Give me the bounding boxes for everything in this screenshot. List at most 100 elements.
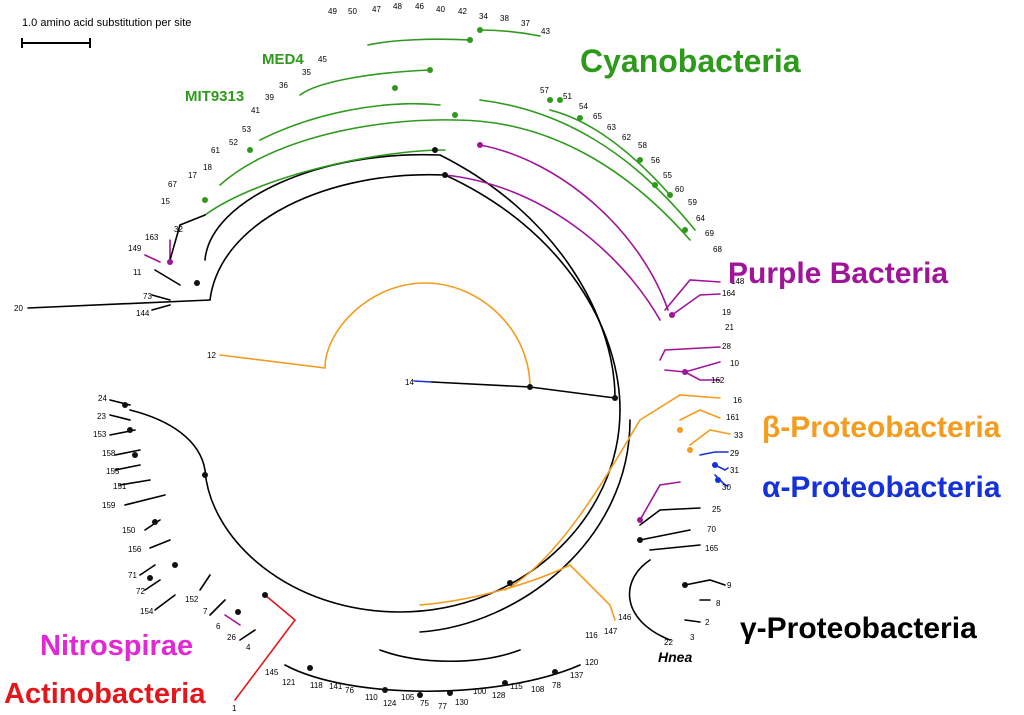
leaf-label: 10 xyxy=(730,359,739,368)
tree-node xyxy=(477,27,483,33)
leaf-label: 31 xyxy=(730,466,739,475)
leaf-label: 21 xyxy=(725,323,734,332)
leaf-label: 164 xyxy=(722,289,736,298)
leaf-label: 64 xyxy=(696,214,705,223)
leaf-label: 137 xyxy=(570,671,584,680)
tree-node xyxy=(507,580,513,586)
leaf-label: 39 xyxy=(265,93,274,102)
leaf-label: 20 xyxy=(14,304,23,313)
tree-node xyxy=(447,690,453,696)
leaf-label: 34 xyxy=(479,12,488,21)
gamma-152 xyxy=(199,574,211,591)
leaf-label: 149 xyxy=(128,244,142,253)
leaf-label: 59 xyxy=(688,198,697,207)
arc-lower-outer xyxy=(204,409,621,613)
leaf-label: 71 xyxy=(128,571,137,580)
gamma-11 xyxy=(154,269,181,286)
tree-node xyxy=(687,447,693,453)
tree-node xyxy=(247,147,253,153)
leaf-label: 110 xyxy=(365,693,378,702)
leaf-label: 30 xyxy=(722,483,731,492)
leaf-label: 36 xyxy=(279,81,288,90)
tree-node xyxy=(682,369,688,375)
tree-node xyxy=(552,669,558,675)
tree-node xyxy=(262,592,268,598)
branch-20 xyxy=(27,299,211,309)
leaf-label: 28 xyxy=(722,342,731,351)
leaf-label: 115 xyxy=(510,682,523,691)
tree-node xyxy=(194,280,200,286)
group-label-beta-proteobacteria: β-Proteobacteria xyxy=(762,411,1001,444)
gamma-154 xyxy=(154,594,176,611)
leaf-label: 40 xyxy=(436,5,445,14)
leaf-label: 75 xyxy=(420,699,429,708)
leaf-label: 6 xyxy=(216,622,221,631)
leaf-label: 11 xyxy=(133,268,142,277)
cyano-arc-right-3 xyxy=(549,109,671,196)
alpha-29 xyxy=(699,451,729,456)
purple-162 xyxy=(684,371,721,381)
gamma-2 xyxy=(684,619,701,623)
leaf-label: 65 xyxy=(593,112,602,121)
tree-node xyxy=(202,197,208,203)
tree-node xyxy=(502,680,508,686)
tree-node xyxy=(669,312,675,318)
cyano-arc-right-2 xyxy=(479,99,696,231)
leaf-label: 12 xyxy=(207,351,216,360)
gamma-158 xyxy=(114,449,141,456)
gamma-159 xyxy=(124,494,166,506)
leaf-label: 62 xyxy=(622,133,631,142)
leaf-label: 53 xyxy=(242,125,251,134)
leaf-label: 2 xyxy=(705,618,710,627)
leaf-label: 4 xyxy=(246,643,251,652)
tree-node xyxy=(172,562,178,568)
tree-node xyxy=(477,142,483,148)
tree-node xyxy=(677,427,683,433)
leaf-label: 158 xyxy=(102,449,116,458)
tree-node xyxy=(442,172,448,178)
leaf-label: 130 xyxy=(455,698,469,707)
purple-164 xyxy=(671,293,721,316)
tree-node xyxy=(392,85,398,91)
leaf-label: 16 xyxy=(733,396,742,405)
leaf-label: 154 xyxy=(140,607,154,616)
purple-148 xyxy=(664,279,721,311)
leaf-label: 121 xyxy=(282,678,296,687)
gamma-72 xyxy=(144,579,161,591)
tree-node xyxy=(667,192,673,198)
tree-nodes xyxy=(122,27,721,698)
gamma-155 xyxy=(114,464,141,471)
gamma-25b xyxy=(639,507,701,526)
gamma-165 xyxy=(649,544,701,551)
tree-node xyxy=(557,97,563,103)
leaf-label: 38 xyxy=(500,14,509,23)
leaf-label: 78 xyxy=(552,681,561,690)
scale-bar-label: 1.0 amino acid substitution per site xyxy=(22,17,191,29)
tree-node xyxy=(577,115,583,121)
tree-node xyxy=(202,472,208,478)
leaf-label: 76 xyxy=(345,686,354,695)
leaf-label: 37 xyxy=(521,19,530,28)
purple-10 xyxy=(664,361,721,373)
leaf-label: 68 xyxy=(713,245,722,254)
leaf-label: 54 xyxy=(579,102,588,111)
leaf-label: 163 xyxy=(145,233,159,242)
tree-node xyxy=(467,37,473,43)
tree-node xyxy=(235,609,241,615)
leaf-label: 67 xyxy=(168,180,177,189)
tree-node xyxy=(417,692,423,698)
nitro-26 xyxy=(224,614,241,626)
beta-33 xyxy=(689,429,731,446)
beta-161 xyxy=(679,409,721,421)
leaf-label: 165 xyxy=(705,544,719,553)
actino-1 xyxy=(234,594,297,701)
branch-12 xyxy=(219,282,531,388)
leaf-label: 7 xyxy=(203,607,208,616)
gamma-144 xyxy=(151,304,171,311)
leaf-label: 77 xyxy=(438,702,447,711)
leaf-label: 141 xyxy=(329,682,343,691)
leaf-label: 35 xyxy=(302,68,311,77)
tree-node xyxy=(132,452,138,458)
gamma-bottom-arc xyxy=(284,664,581,693)
tree-node xyxy=(637,537,643,543)
